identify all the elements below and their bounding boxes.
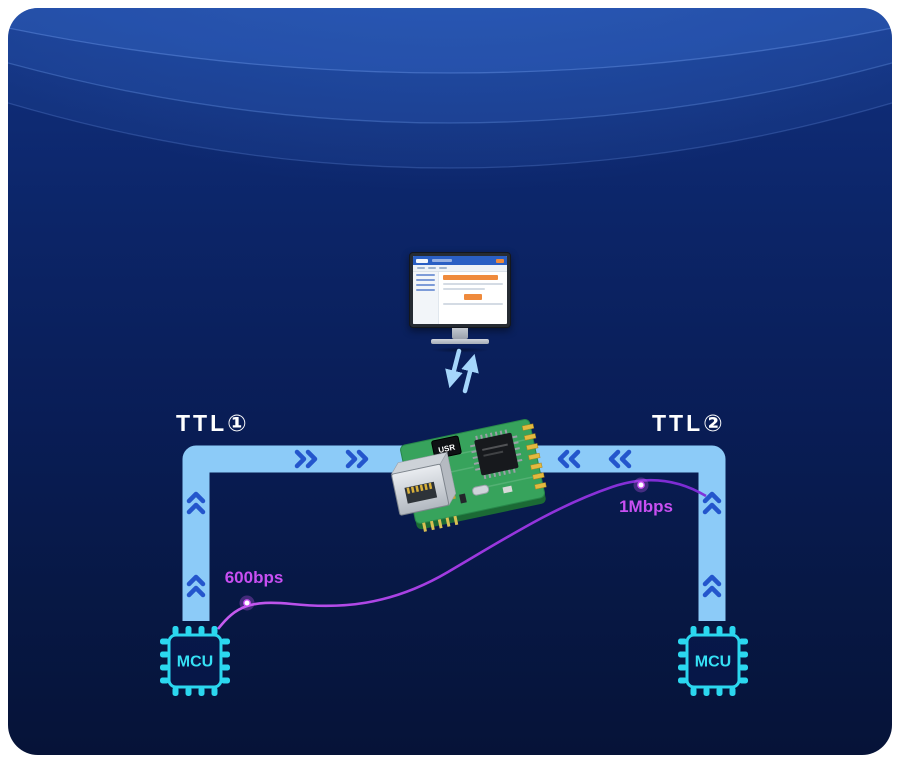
mcu-right-label: MCU	[695, 654, 731, 671]
through-hole-pins-icon	[422, 515, 459, 532]
monitor-screen	[409, 252, 511, 328]
diagram-background	[8, 8, 892, 755]
webui-body	[413, 272, 507, 324]
main-chip-icon	[470, 429, 523, 480]
webui-thumbnail	[413, 256, 507, 324]
ttl2-label: TTL②	[652, 410, 726, 436]
crystal-icon	[472, 484, 490, 496]
webui-accent-chip	[496, 258, 504, 263]
resistor-icon	[459, 493, 467, 504]
computer-monitor-icon	[409, 252, 511, 354]
webui-menu-strip	[432, 259, 452, 262]
rj45-port-icon	[390, 451, 457, 516]
background-waves	[8, 8, 892, 169]
webui-sidebar	[413, 272, 439, 324]
smd-component	[502, 485, 513, 494]
speed-high-label: 1Mbps	[619, 497, 673, 516]
webui-navbar	[413, 265, 507, 272]
usr-chip-label: USR	[438, 443, 457, 455]
monitor-stand-neck	[452, 328, 468, 339]
webui-logo	[416, 258, 428, 263]
serial-ethernet-module-icon: USR	[390, 419, 547, 532]
webui-header	[413, 256, 507, 265]
sync-arrows-icon	[445, 348, 479, 394]
mcu-chip-icon-left: MCU	[160, 626, 230, 696]
speed-low-label: 600bps	[224, 568, 284, 587]
usr-chip-icon: USR	[431, 435, 462, 460]
header-pins-icon	[521, 423, 547, 490]
webui-content	[439, 272, 507, 324]
monitor-stand-base	[431, 339, 489, 344]
webui-orange-bar	[443, 275, 499, 280]
ttl1-label: TTL①	[176, 410, 250, 436]
mcu-left-label: MCU	[177, 654, 213, 671]
webui-orange-button	[464, 294, 482, 300]
mcu-chip-icon-right: MCU	[678, 626, 748, 696]
